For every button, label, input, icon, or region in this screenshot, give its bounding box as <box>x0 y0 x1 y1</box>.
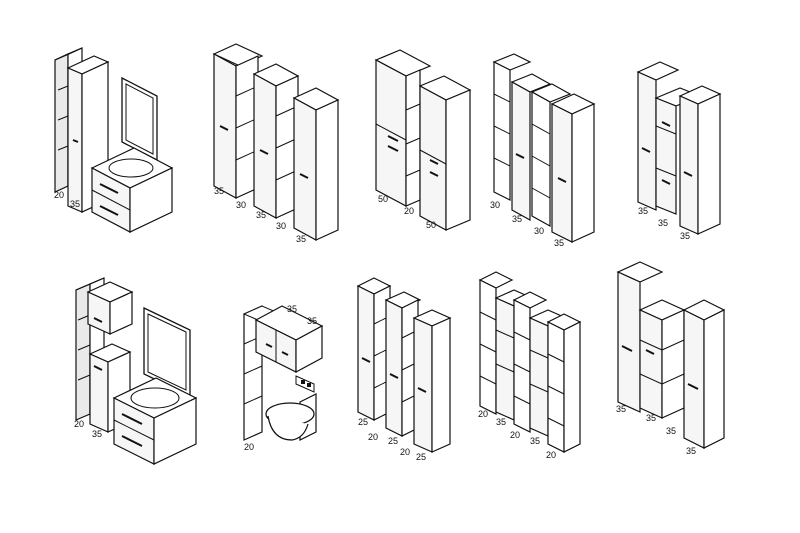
tall-cabinet <box>682 299 726 449</box>
dimension-label: 20 <box>510 430 520 440</box>
configuration-6 <box>75 277 198 465</box>
dimension-label: 35 <box>496 417 506 427</box>
dimension-label: 20 <box>546 450 556 460</box>
dimension-label: 50 <box>426 220 436 230</box>
dimension-label: 35 <box>554 238 564 248</box>
wall-cabinet <box>86 281 134 335</box>
dimension-label: 35 <box>307 316 317 326</box>
tall-cabinet <box>616 261 664 413</box>
wall-cabinet <box>661 309 685 419</box>
dimension-label: 35 <box>616 404 626 414</box>
tall-cabinet <box>88 343 132 433</box>
wall-cabinet <box>254 305 324 374</box>
tall-cabinet <box>636 61 680 211</box>
dimension-labels: 20 35 35 30 35 30 35 50 20 50 30 35 30 3… <box>54 186 696 462</box>
tall-cabinet <box>292 87 340 242</box>
tall-cabinet <box>678 85 722 235</box>
tall-cabinet <box>212 43 264 200</box>
dimension-label: 35 <box>512 214 522 224</box>
open-shelf-unit <box>546 313 582 453</box>
vanity-unit <box>90 147 174 233</box>
tall-cabinet <box>550 93 596 243</box>
wide-cabinet <box>418 75 472 232</box>
tall-cabinet <box>510 73 552 222</box>
dimension-label: 20 <box>74 419 84 429</box>
vanity-unit <box>112 377 198 465</box>
dimension-label: 35 <box>638 206 648 216</box>
configuration-1 <box>54 47 174 233</box>
mirror <box>121 76 158 162</box>
configuration-2 <box>212 43 340 242</box>
dimension-label: 30 <box>534 226 544 236</box>
open-shelf-unit <box>492 53 532 201</box>
dimension-label: 35 <box>658 218 668 228</box>
dimension-label: 35 <box>646 413 656 423</box>
open-shelf-unit <box>512 291 548 433</box>
dimension-label: 35 <box>666 426 676 436</box>
dimension-label: 20 <box>404 206 414 216</box>
dimension-label: 20 <box>400 447 410 457</box>
configuration-4 <box>492 53 596 243</box>
handle-icon <box>72 139 79 143</box>
dimension-label: 30 <box>276 221 286 231</box>
configuration-3 <box>374 49 472 232</box>
flush-plate-icon <box>295 375 315 393</box>
dimension-label: 35 <box>530 436 540 446</box>
open-shelf-unit <box>530 83 572 228</box>
dimension-label: 50 <box>378 194 388 204</box>
configuration-5 <box>636 61 722 235</box>
open-shelf-unit <box>478 271 514 415</box>
dimension-label: 35 <box>680 231 690 241</box>
configuration-8 <box>356 277 452 453</box>
open-shelf-unit <box>405 69 421 207</box>
wall-cabinet <box>528 309 568 437</box>
dimension-label: 25 <box>358 417 368 427</box>
dimension-label: 30 <box>236 200 246 210</box>
tall-cabinet <box>412 309 452 453</box>
dimension-label: 25 <box>388 436 398 446</box>
dimension-label: 20 <box>478 409 488 419</box>
dimension-label: 30 <box>490 200 500 210</box>
wide-cabinet <box>374 49 432 207</box>
dimension-label: 35 <box>296 234 306 244</box>
dimension-label: 20 <box>54 190 64 200</box>
dimension-label: 20 <box>244 442 254 452</box>
dimension-label: 25 <box>416 452 426 462</box>
dimension-label: 35 <box>256 210 266 220</box>
dimension-label: 35 <box>686 446 696 456</box>
configuration-10 <box>616 261 726 449</box>
dimension-label: 35 <box>70 199 80 209</box>
toilet-icon <box>265 393 317 441</box>
configuration-7 <box>242 305 324 441</box>
dimension-label: 35 <box>92 429 102 439</box>
mirror <box>143 306 191 398</box>
dimension-label: 20 <box>368 432 378 442</box>
configuration-9 <box>478 271 582 453</box>
dimension-label: 35 <box>287 304 297 314</box>
dimension-label: 35 <box>214 186 224 196</box>
